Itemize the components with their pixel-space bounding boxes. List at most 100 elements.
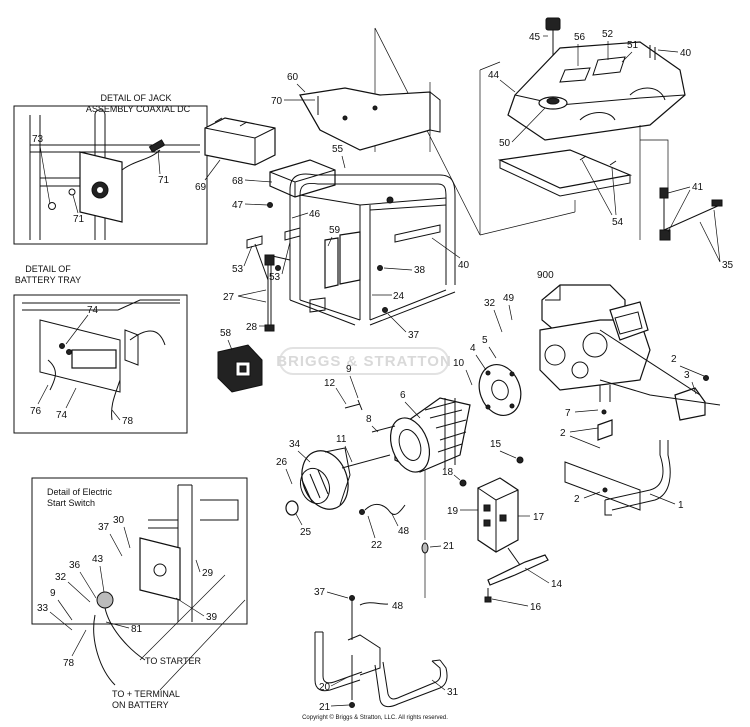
leader-lines-starter <box>139 574 246 691</box>
callout-31: 31 <box>447 687 459 698</box>
part-callouts: 45 56 52 51 40 44 50 54 41 35 60 70 55 6… <box>30 29 734 713</box>
alternator-assembly <box>285 364 522 516</box>
callout-48-mid: 48 <box>398 526 410 537</box>
engine-assembly <box>539 284 651 402</box>
copyright-notice: Copyright © Briggs & Stratton, LLC. All … <box>302 714 448 721</box>
callout-78-battery: 78 <box>122 416 134 427</box>
callout-18: 18 <box>442 467 454 478</box>
callout-25: 25 <box>300 527 312 538</box>
detail-battery-title-2: BATTERY TRAY <box>15 275 81 285</box>
callout-43: 43 <box>92 554 104 565</box>
callout-39: 39 <box>206 612 218 623</box>
callout-15: 15 <box>490 439 502 450</box>
callout-37-starter: 37 <box>98 522 110 533</box>
callout-58: 58 <box>220 328 232 339</box>
callout-71-right: 71 <box>158 175 170 186</box>
callout-16: 16 <box>530 602 542 613</box>
callout-73: 73 <box>32 134 44 145</box>
callout-19: 19 <box>447 506 459 517</box>
callout-40-top: 40 <box>680 48 692 59</box>
mount-bolts <box>246 227 301 332</box>
callout-8: 8 <box>366 414 372 425</box>
callout-10: 10 <box>453 358 465 369</box>
callout-46: 46 <box>309 209 321 220</box>
fuel-tank-assembly <box>479 17 723 241</box>
callout-6: 6 <box>400 390 406 401</box>
callout-26: 26 <box>276 457 288 468</box>
handle-assembly <box>314 470 448 708</box>
callout-14: 14 <box>551 579 563 590</box>
label-to-terminal: TO + TERMINAL <box>112 689 180 699</box>
label-on-battery: ON BATTERY <box>112 700 169 710</box>
callout-53-right: 53 <box>269 272 281 283</box>
callout-2-top: 2 <box>671 354 677 365</box>
callout-53-left: 53 <box>232 264 244 275</box>
callout-12: 12 <box>324 378 336 389</box>
callout-32: 32 <box>484 298 496 309</box>
outlet-cover <box>217 344 263 393</box>
callout-81: 81 <box>131 624 143 635</box>
callout-41: 41 <box>692 182 704 193</box>
callout-28: 28 <box>246 322 258 333</box>
callout-71-left: 71 <box>73 214 85 225</box>
callout-30: 30 <box>113 515 125 526</box>
callout-49: 49 <box>503 293 515 304</box>
callout-32-starter: 32 <box>55 572 67 583</box>
callout-47: 47 <box>232 200 244 211</box>
callout-4: 4 <box>470 343 476 354</box>
detail-starter-title-2: Start Switch <box>47 498 95 508</box>
detail-battery-title-1: DETAIL OF <box>25 264 71 274</box>
callout-55: 55 <box>332 144 344 155</box>
callout-24: 24 <box>393 291 405 302</box>
callout-2-bottom: 2 <box>574 494 580 505</box>
callout-1: 1 <box>678 500 684 511</box>
callout-74-top: 74 <box>87 305 99 316</box>
detail-box-jack: DETAIL OF JACK ASSEMBLY COAXIAL DC <box>13 93 208 245</box>
callout-37-handle: 37 <box>314 587 326 598</box>
control-panel-box <box>459 456 524 553</box>
detail-jack-title-2: ASSEMBLY COAXIAL DC <box>86 104 191 114</box>
callout-9-starter: 9 <box>50 588 56 599</box>
watermark-text: BRIGGS & STRATTON <box>276 353 452 370</box>
leader-lines-right <box>639 125 669 240</box>
callout-45: 45 <box>529 32 541 43</box>
detail-starter-title-1: Detail of Electric <box>47 487 113 497</box>
callout-33: 33 <box>37 603 49 614</box>
callout-38: 38 <box>414 265 426 276</box>
callout-36: 36 <box>69 560 81 571</box>
callout-7: 7 <box>565 408 571 419</box>
callout-21-top: 21 <box>443 541 455 552</box>
callout-59: 59 <box>329 225 341 236</box>
callout-40-frame: 40 <box>458 260 470 271</box>
callout-20: 20 <box>319 682 331 693</box>
watermark: BRIGGS & STRATTON <box>276 347 452 375</box>
callout-76: 76 <box>30 406 42 417</box>
callout-21-bottom: 21 <box>319 702 331 713</box>
callout-11: 11 <box>336 434 347 445</box>
callout-900: 900 <box>537 270 554 281</box>
wire-labels: TO STARTER TO + TERMINAL ON BATTERY <box>112 656 202 710</box>
callout-3: 3 <box>684 370 690 381</box>
callout-37-frame: 37 <box>408 330 420 341</box>
callout-54: 54 <box>612 217 624 228</box>
callout-5: 5 <box>482 335 488 346</box>
control-bracket-assembly <box>204 87 441 208</box>
callout-22: 22 <box>371 540 383 551</box>
callout-27: 27 <box>223 292 235 303</box>
callout-60: 60 <box>287 72 299 83</box>
callout-56: 56 <box>574 32 586 43</box>
frame-assembly <box>289 173 456 326</box>
callout-74-bottom: 74 <box>56 410 68 421</box>
callout-35: 35 <box>722 260 734 271</box>
support-bracket <box>484 547 549 603</box>
engine-cradle <box>564 329 721 516</box>
callout-52: 52 <box>602 29 614 40</box>
callout-48-handle: 48 <box>392 601 404 612</box>
callout-2-mid: 2 <box>560 428 566 439</box>
callout-50: 50 <box>499 138 511 149</box>
callout-44: 44 <box>488 70 500 81</box>
callout-68: 68 <box>232 176 244 187</box>
callout-51: 51 <box>627 40 639 51</box>
callout-29: 29 <box>202 568 214 579</box>
